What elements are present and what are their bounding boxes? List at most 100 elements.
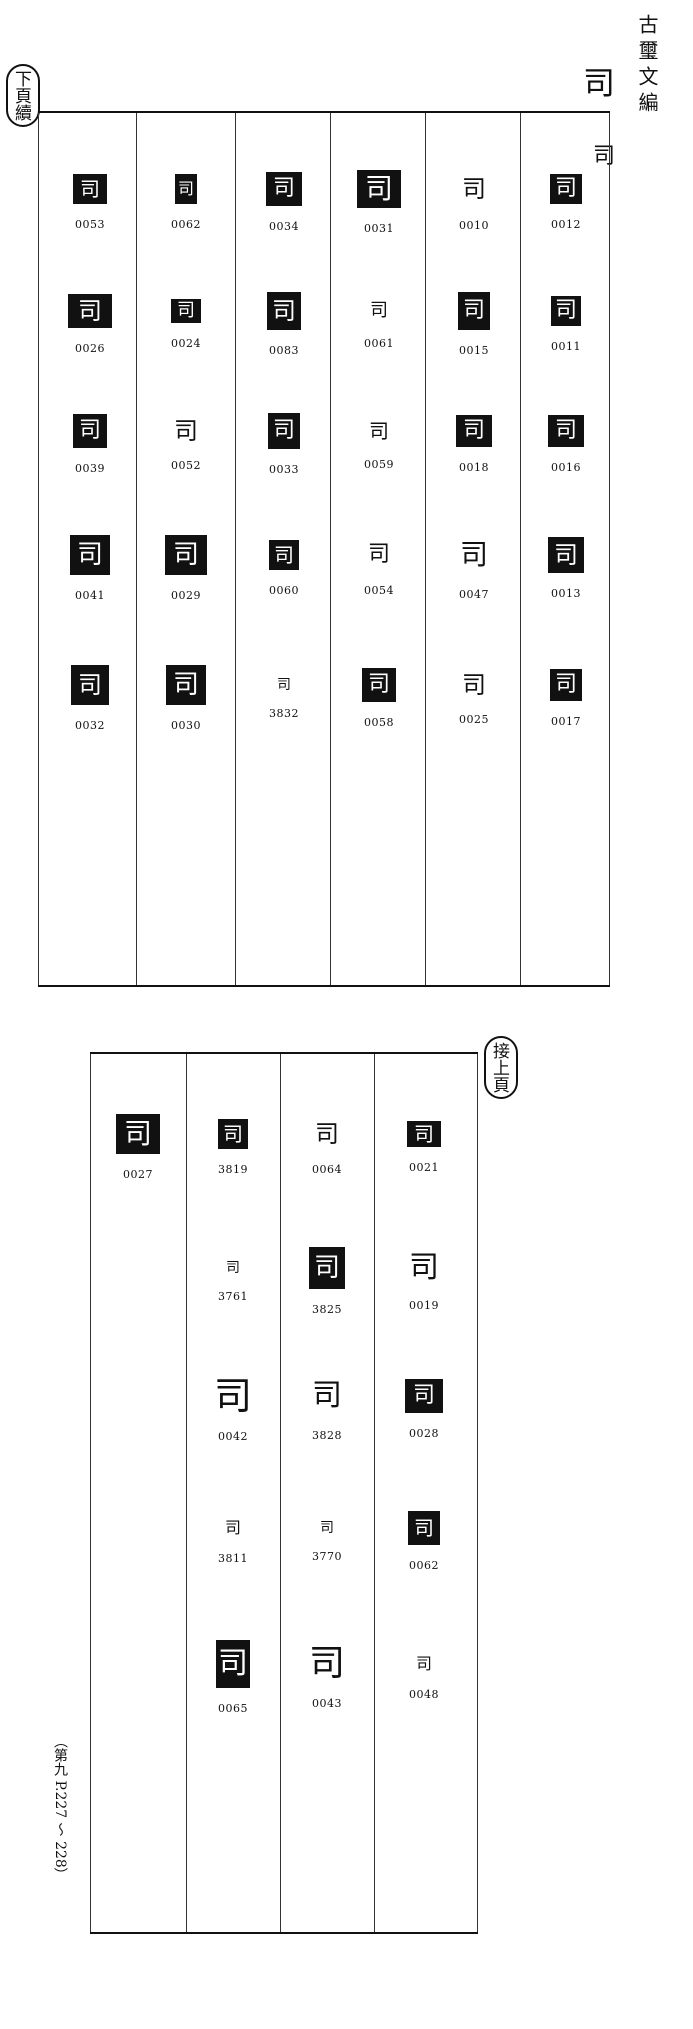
seal-code: 0010 bbox=[459, 219, 489, 232]
seal-glyph: 司 bbox=[171, 299, 201, 323]
seal-entry: 司 0027 bbox=[100, 1110, 176, 1181]
seal-glyph: 司 bbox=[224, 1518, 242, 1538]
seal-code: 0065 bbox=[218, 1702, 248, 1715]
seal-code: 0048 bbox=[409, 1688, 439, 1701]
seal-code: 3761 bbox=[218, 1290, 248, 1303]
seal-entry: 司 0010 bbox=[436, 165, 512, 232]
seal-glyph: 司 bbox=[172, 417, 200, 445]
seal-code: 0062 bbox=[171, 218, 201, 231]
seal-glyph: 司 bbox=[266, 172, 302, 206]
seal-glyph: 司 bbox=[116, 1114, 160, 1154]
seal-code: 0031 bbox=[364, 222, 394, 235]
seal-glyph: 司 bbox=[267, 292, 301, 330]
seal-code: 3770 bbox=[312, 1550, 342, 1563]
seal-code: 0061 bbox=[364, 337, 394, 350]
seal-entry: 司 0042 bbox=[195, 1372, 271, 1443]
seal-entry: 司 0012 bbox=[528, 165, 604, 231]
seal-code: 0011 bbox=[551, 340, 581, 353]
seal-glyph: 司 bbox=[70, 535, 110, 575]
seal-glyph: 司 bbox=[368, 540, 390, 570]
seal-code: 0013 bbox=[551, 587, 581, 600]
seal-code: 0041 bbox=[75, 589, 105, 602]
seal-glyph: 司 bbox=[210, 1376, 256, 1416]
seal-entry: 司 0053 bbox=[52, 165, 128, 231]
seal-code: 0033 bbox=[269, 463, 299, 476]
seal-code: 0053 bbox=[75, 218, 105, 231]
seal-code: 0062 bbox=[409, 1559, 439, 1572]
seal-glyph: 司 bbox=[71, 665, 109, 705]
seal-glyph: 司 bbox=[276, 677, 292, 693]
seal-glyph: 司 bbox=[550, 174, 582, 204]
seal-glyph: 司 bbox=[365, 418, 393, 444]
column-divider bbox=[330, 113, 331, 985]
continue-prev-badge: 接上頁 bbox=[484, 1036, 518, 1099]
seal-glyph: 司 bbox=[357, 170, 401, 208]
seal-code: 0083 bbox=[269, 344, 299, 357]
seal-glyph: 司 bbox=[408, 1511, 440, 1545]
seal-code: 0042 bbox=[218, 1430, 248, 1443]
column-divider bbox=[136, 113, 137, 985]
seal-code: 0030 bbox=[171, 719, 201, 732]
column-divider bbox=[186, 1054, 187, 1932]
seal-glyph: 司 bbox=[550, 669, 582, 701]
seal-glyph: 司 bbox=[312, 1377, 342, 1415]
seal-entry: 司 0062 bbox=[148, 165, 224, 231]
column-divider bbox=[90, 1054, 91, 1932]
column-divider bbox=[609, 113, 610, 985]
seal-code: 3828 bbox=[312, 1429, 342, 1442]
seal-code: 0028 bbox=[409, 1427, 439, 1440]
seal-glyph: 司 bbox=[73, 174, 107, 204]
seal-code: 0060 bbox=[269, 584, 299, 597]
seal-glyph: 司 bbox=[362, 668, 396, 702]
seal-glyph: 司 bbox=[456, 415, 492, 447]
seal-code: 0021 bbox=[409, 1161, 439, 1174]
seal-entry: 司 3811 bbox=[195, 1504, 271, 1565]
seal-glyph: 司 bbox=[218, 1119, 248, 1149]
column-divider bbox=[374, 1054, 375, 1932]
seal-glyph: 司 bbox=[165, 535, 207, 575]
seal-glyph: 司 bbox=[414, 1654, 434, 1674]
column-divider bbox=[280, 1054, 281, 1932]
seal-entry: 司 0083 bbox=[246, 287, 322, 357]
column-divider bbox=[520, 113, 521, 985]
seal-glyph: 司 bbox=[459, 173, 489, 205]
book-title: 古璽文編 bbox=[635, 14, 659, 118]
seal-code: 3811 bbox=[218, 1552, 248, 1565]
seal-entry: 司 0034 bbox=[246, 165, 322, 233]
seal-entry: 司 3828 bbox=[289, 1372, 365, 1442]
seal-code: 0032 bbox=[75, 719, 105, 732]
seal-entry: 司 0048 bbox=[386, 1640, 462, 1701]
column-divider bbox=[235, 113, 236, 985]
seal-code: 0019 bbox=[409, 1299, 439, 1312]
seal-glyph: 司 bbox=[175, 174, 197, 204]
seal-glyph: 司 bbox=[407, 1121, 441, 1147]
column-divider bbox=[38, 113, 39, 985]
seal-glyph: 司 bbox=[458, 292, 490, 330]
seal-code: 0024 bbox=[171, 337, 201, 350]
seal-code: 0043 bbox=[312, 1697, 342, 1710]
seal-code: 0027 bbox=[123, 1168, 153, 1181]
seal-code: 0034 bbox=[269, 220, 299, 233]
seal-code: 0012 bbox=[551, 218, 581, 231]
